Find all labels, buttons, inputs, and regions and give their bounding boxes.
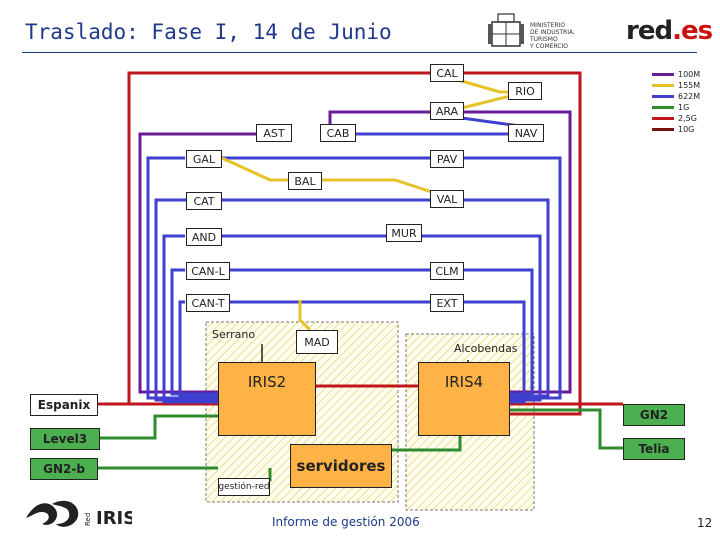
node-cat[interactable]: CAT bbox=[186, 192, 222, 210]
site-serrano: Serrano bbox=[212, 328, 256, 341]
legend-swatch bbox=[652, 106, 674, 109]
node-val[interactable]: VAL bbox=[430, 190, 464, 208]
legend-label: 2,5G bbox=[678, 114, 697, 123]
legend-1g: 1G bbox=[652, 103, 689, 112]
link-bal-gal bbox=[221, 156, 290, 182]
rediris-logo: Red IRIS bbox=[26, 500, 132, 529]
link-ext-iris4 bbox=[462, 300, 526, 404]
link-and-iris bbox=[162, 234, 218, 404]
legend-label: 155M bbox=[678, 81, 701, 90]
header-divider bbox=[22, 52, 697, 53]
node-bal[interactable]: BAL bbox=[288, 172, 322, 190]
legend-swatch bbox=[652, 84, 674, 87]
coat-of-arms-icon bbox=[488, 13, 524, 47]
link-cant-iris bbox=[178, 300, 218, 398]
peer-gn2b[interactable]: GN2-b bbox=[30, 458, 98, 480]
legend-155m: 155M bbox=[652, 81, 700, 90]
site-gestion-red[interactable]: gestión-red bbox=[218, 478, 270, 496]
node-gal[interactable]: GAL bbox=[186, 150, 222, 168]
legend-swatch bbox=[652, 73, 674, 76]
core-iris4[interactable]: IRIS4 bbox=[418, 362, 510, 436]
node-cal[interactable]: CAL bbox=[430, 64, 464, 82]
link-level3 bbox=[100, 414, 218, 440]
svg-text:IRIS: IRIS bbox=[96, 508, 132, 529]
node-cab[interactable]: CAB bbox=[320, 124, 356, 142]
peer-gn2[interactable]: GN2 bbox=[623, 404, 685, 426]
legend-swatch bbox=[652, 128, 674, 131]
link-canl-iris bbox=[170, 268, 218, 396]
legend-label: 10G bbox=[678, 125, 695, 134]
legend-100m: 100M bbox=[652, 70, 700, 79]
link-val-iris4 bbox=[462, 198, 550, 398]
link-clm-iris4 bbox=[462, 268, 534, 396]
legend-622m: 622M bbox=[652, 92, 700, 101]
node-pav[interactable]: PAV bbox=[430, 150, 464, 168]
link-ara-rio bbox=[461, 94, 511, 110]
page-title: Traslado: Fase I, 14 de Junio bbox=[25, 20, 392, 44]
link-iris4-servidores bbox=[392, 434, 462, 452]
node-mur[interactable]: MUR bbox=[386, 224, 422, 242]
brand-logo: red.es bbox=[626, 16, 713, 46]
peer-telia[interactable]: Telia bbox=[623, 438, 685, 460]
core-servidores[interactable]: servidores bbox=[290, 444, 392, 488]
link-cat-iris bbox=[154, 198, 218, 402]
link-bal-val bbox=[322, 178, 433, 194]
node-clm[interactable]: CLM bbox=[430, 262, 464, 280]
node-rio[interactable]: RIO bbox=[508, 82, 542, 100]
site-alcobendas: Alcobendas bbox=[454, 342, 518, 355]
legend-swatch bbox=[652, 117, 674, 120]
svg-text:Red: Red bbox=[84, 513, 92, 526]
peer-level3[interactable]: Level3 bbox=[30, 428, 100, 450]
legend-swatch bbox=[652, 95, 674, 98]
link-gal-iris2 bbox=[146, 156, 218, 400]
node-nav[interactable]: NAV bbox=[508, 124, 544, 142]
link-cal-rio bbox=[457, 78, 510, 94]
node-can-l[interactable]: CAN-L bbox=[186, 262, 230, 280]
node-ast[interactable]: AST bbox=[256, 124, 292, 142]
link-telia bbox=[510, 408, 623, 450]
legend-label: 100M bbox=[678, 70, 701, 79]
node-mad[interactable]: MAD bbox=[296, 330, 338, 354]
node-ara[interactable]: ARA bbox=[430, 102, 464, 120]
legend-label: 1G bbox=[678, 103, 690, 112]
node-can-t[interactable]: CAN-T bbox=[186, 294, 230, 312]
link-mad-serrano bbox=[298, 300, 312, 332]
report-caption: Informe de gestión 2006 bbox=[272, 515, 420, 529]
node-ext[interactable]: EXT bbox=[430, 294, 464, 312]
legend-2-5g: 2,5G bbox=[652, 114, 697, 123]
ministry-text: MINISTERIO DE INDUSTRIA, TURISMO Y COMER… bbox=[530, 22, 576, 50]
node-and[interactable]: AND bbox=[186, 228, 222, 246]
link-pav-iris4 bbox=[462, 156, 562, 400]
core-iris2[interactable]: IRIS2 bbox=[218, 362, 316, 436]
link-cal-iris4-outer bbox=[460, 71, 582, 416]
legend-10g: 10G bbox=[652, 125, 694, 134]
link-cab-iris4 bbox=[328, 110, 572, 394]
page-number: 12 bbox=[697, 516, 713, 530]
legend-label: 622M bbox=[678, 92, 701, 101]
peer-espanix[interactable]: Espanix bbox=[30, 394, 98, 416]
